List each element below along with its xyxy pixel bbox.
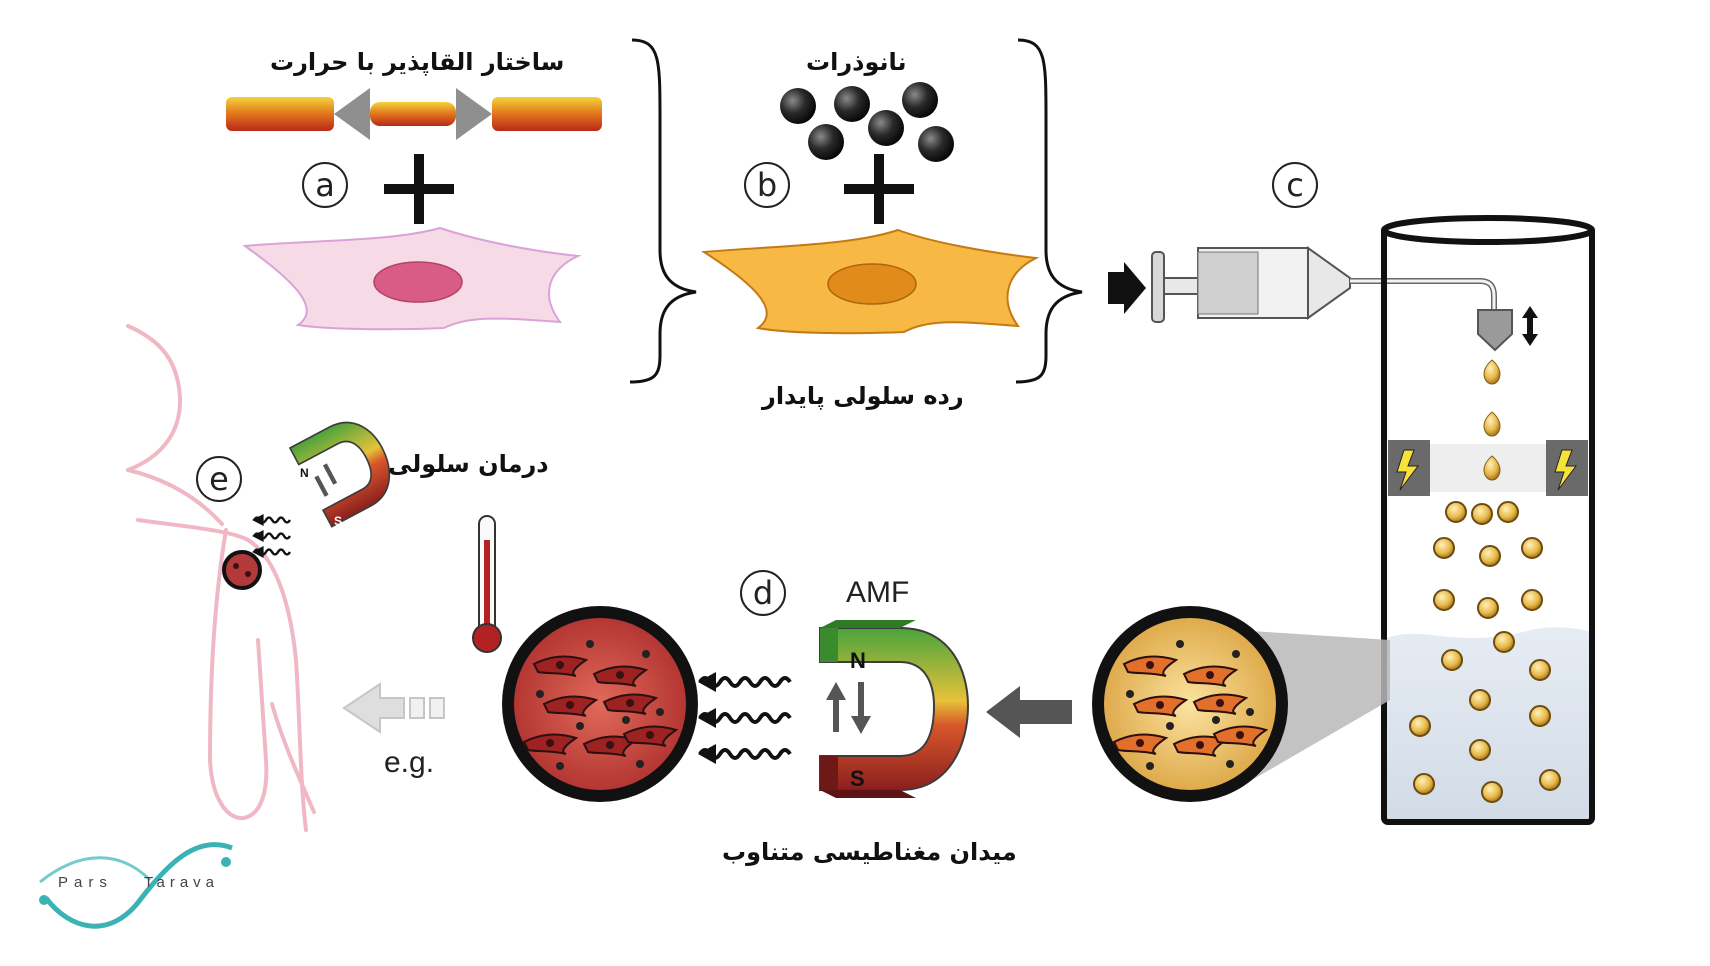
wave-icon <box>252 514 292 558</box>
pink-cell <box>242 226 582 331</box>
arrow-left-icon <box>342 682 445 734</box>
wave-icon <box>698 672 792 764</box>
arrow-left-icon <box>334 88 370 140</box>
small-magnet-south-label: S <box>334 514 343 528</box>
tube <box>1381 215 1595 825</box>
field-arrows-icon <box>826 682 871 734</box>
step-b-badge: b <box>744 162 790 208</box>
eg-label: e.g. <box>384 746 435 779</box>
heated-cells-circle <box>502 606 698 802</box>
arrow-right-icon <box>456 88 492 140</box>
step-d-badge: d <box>740 570 786 616</box>
pink-nucleus <box>373 261 463 303</box>
lightning-icon <box>1554 449 1577 491</box>
thermo-structure-label: ساختار القاپذیر با حرارت <box>270 48 565 76</box>
updown-arrow-icon <box>1522 306 1538 346</box>
magnet-icon <box>288 421 391 528</box>
plus-icon <box>384 154 454 224</box>
coil-left <box>226 97 334 131</box>
encapsulated-cells-circle <box>1092 606 1288 802</box>
cell-therapy-label: درمان سلولی <box>388 450 549 478</box>
step-c-badge: c <box>1272 162 1318 208</box>
step-e-badge: e <box>196 456 242 502</box>
arrow-right-icon <box>1108 262 1146 314</box>
bracket-right <box>1015 38 1083 384</box>
watermark-logo <box>39 842 233 929</box>
plus-icon <box>844 154 914 224</box>
magnet-icon <box>819 620 970 798</box>
falling-beads <box>1409 501 1561 803</box>
implant-site <box>222 550 262 590</box>
nanoparticles <box>780 82 954 162</box>
amf-label: AMF <box>846 576 910 609</box>
lightning-icon <box>1396 449 1419 491</box>
stable-cell-line-label: رده سلولی پایدار <box>762 382 964 410</box>
body-outline <box>126 324 316 832</box>
magnet-north-label: N <box>850 648 866 673</box>
nozzle <box>1477 309 1513 352</box>
orange-nucleus <box>827 263 917 305</box>
coil-middle <box>370 102 456 126</box>
small-magnet-north-label: N <box>300 466 309 480</box>
watermark-pars: Pars <box>58 874 113 891</box>
thermometer-icon <box>472 515 502 653</box>
syringe-icon <box>1151 246 1538 352</box>
watermark-tarava: Tarava <box>144 874 220 891</box>
step-a-badge: a <box>302 162 348 208</box>
orange-cell <box>701 228 1040 335</box>
arrow-left-icon <box>986 686 1072 738</box>
thermo-structure <box>226 88 602 140</box>
magnet-south-label: S <box>850 766 865 791</box>
alternating-field-label: میدان مغناطیسی متناوب <box>722 838 1017 866</box>
bracket-left <box>629 38 697 384</box>
coil-right <box>492 97 602 131</box>
nanoparticles-label: نانوذرات <box>806 48 907 76</box>
